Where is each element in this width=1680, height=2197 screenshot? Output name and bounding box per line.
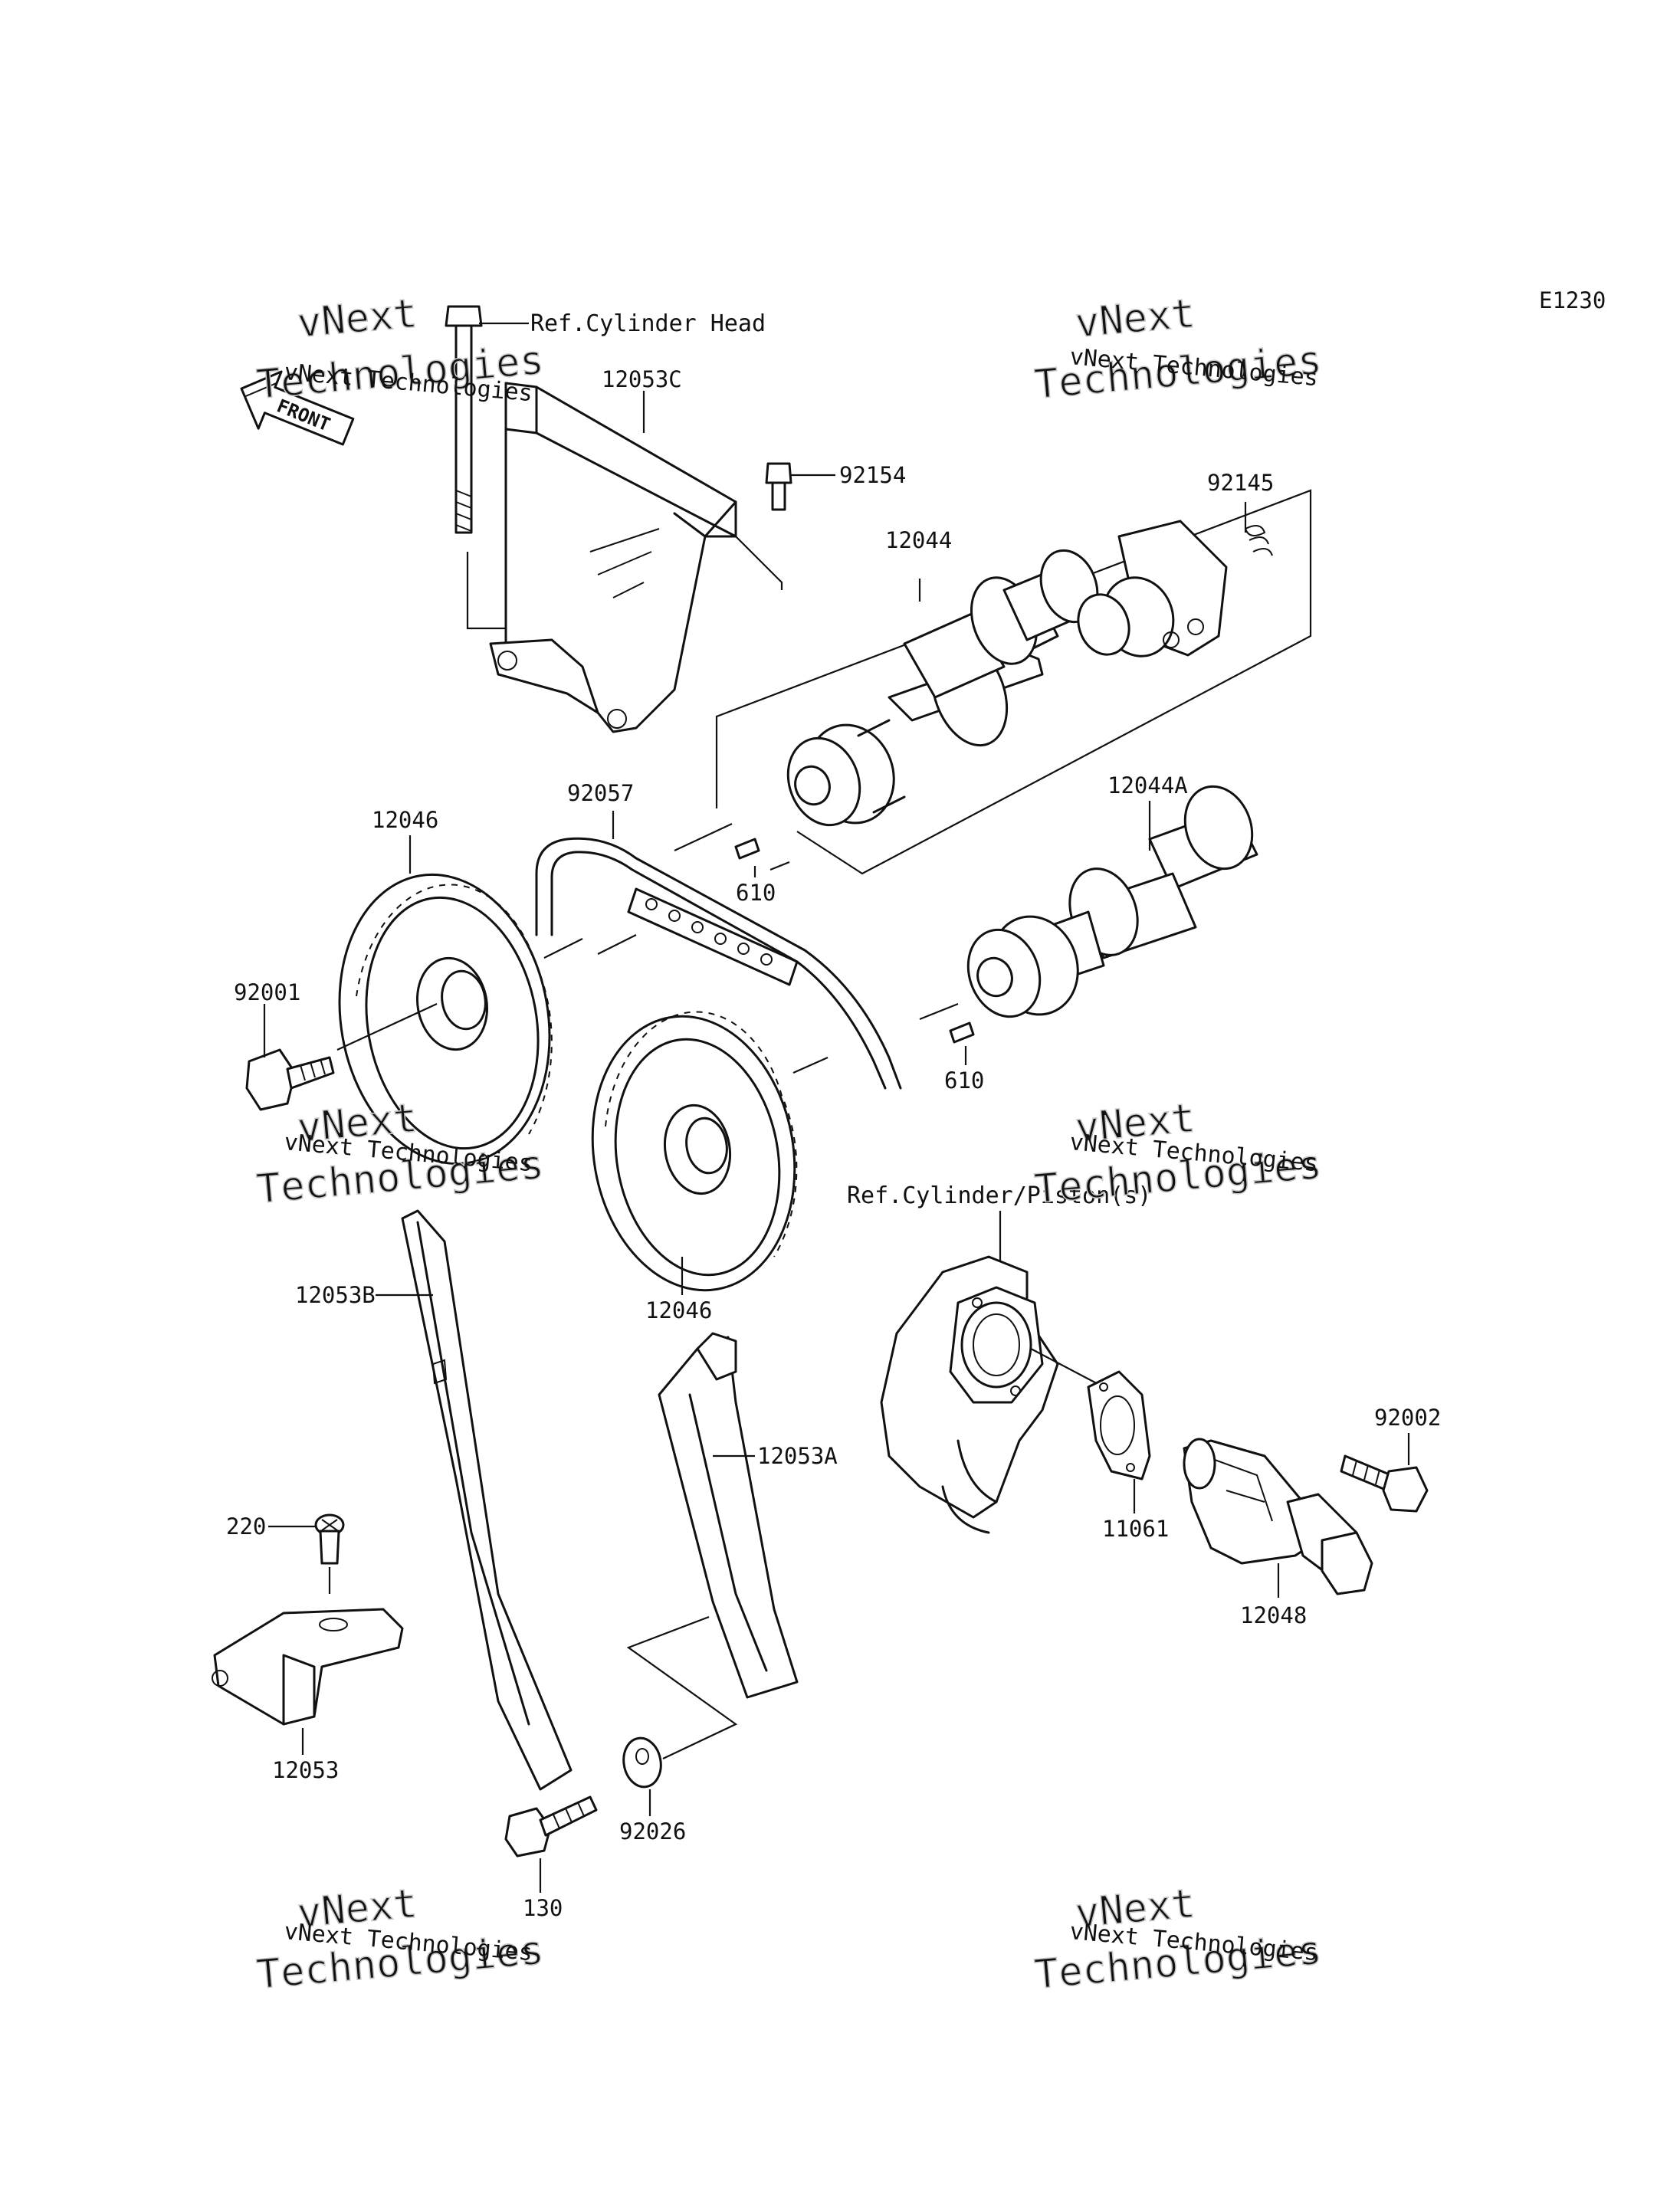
- decompressor-assembly: [1077, 520, 1273, 657]
- screw-220: [268, 1513, 345, 1594]
- svg-text:vNext: vNext: [1074, 290, 1197, 346]
- pin-610-lower: [949, 1021, 975, 1065]
- bolt-92001: [245, 1004, 335, 1111]
- label-92026: 92026: [619, 1818, 686, 1844]
- long-bolt: [445, 305, 529, 534]
- label-610-lower: 610: [944, 1067, 984, 1094]
- label-12053B: 12053B: [295, 1282, 376, 1308]
- bolt-92154: [765, 462, 835, 511]
- label-92057: 92057: [567, 780, 634, 806]
- chain-guide-12053A: [626, 1332, 799, 1759]
- cylinder-reference: [880, 1255, 1104, 1534]
- label-12046-lower: 12046: [645, 1297, 712, 1323]
- label-130: 130: [523, 1895, 563, 1921]
- chain-tensioner-guide-12053B: [401, 1209, 573, 1791]
- svg-text:vNext: vNext: [296, 1095, 419, 1151]
- cam-chain-guide-bracket: [466, 382, 783, 733]
- label-12044: 12044: [885, 527, 952, 553]
- label-12053A: 12053A: [757, 1443, 838, 1469]
- label-12048: 12048: [1240, 1602, 1307, 1628]
- label-92145: 92145: [1207, 470, 1274, 496]
- camshaft-group-frame: [715, 489, 1312, 875]
- camshaft-12044A: [966, 785, 1258, 1018]
- bolt-130: [504, 1795, 598, 1893]
- label-12053: 12053: [272, 1757, 339, 1783]
- gasket-11061: [1087, 1370, 1151, 1513]
- label-220: 220: [226, 1513, 266, 1540]
- label-12044A: 12044A: [1107, 772, 1188, 798]
- svg-text:vNext: vNext: [1074, 1881, 1197, 1936]
- svg-text:vNext: vNext: [296, 1881, 419, 1936]
- label-92154: 92154: [839, 462, 906, 488]
- label-92002: 92002: [1374, 1405, 1441, 1431]
- diagram-code: E1230: [1539, 287, 1606, 313]
- cam-sprocket-upper: [336, 873, 553, 1166]
- label-12046-upper: 12046: [372, 807, 438, 833]
- ref-cylinder-piston: Ref.Cylinder/Piston(s): [847, 1182, 1151, 1209]
- cam-sprocket-lower: [591, 1011, 829, 1292]
- camshaft-12044: [786, 549, 1099, 827]
- svg-text:vNext: vNext: [1074, 1095, 1197, 1151]
- label-11061: 11061: [1102, 1516, 1169, 1542]
- label-610-upper: 610: [736, 880, 776, 906]
- pin-610-upper: [734, 838, 760, 877]
- cam-chain-tensioner-12048: [1183, 1438, 1373, 1598]
- svg-text:vNext: vNext: [296, 290, 419, 346]
- ref-cylinder-head: Ref.Cylinder Head: [530, 310, 766, 337]
- washer-92026: [622, 1736, 662, 1816]
- label-92001: 92001: [234, 979, 300, 1005]
- bolt-92002: [1340, 1433, 1429, 1513]
- cam-chain-92057: [535, 823, 902, 1090]
- label-12053C: 12053C: [602, 366, 682, 392]
- chain-guide-12053: [212, 1608, 404, 1755]
